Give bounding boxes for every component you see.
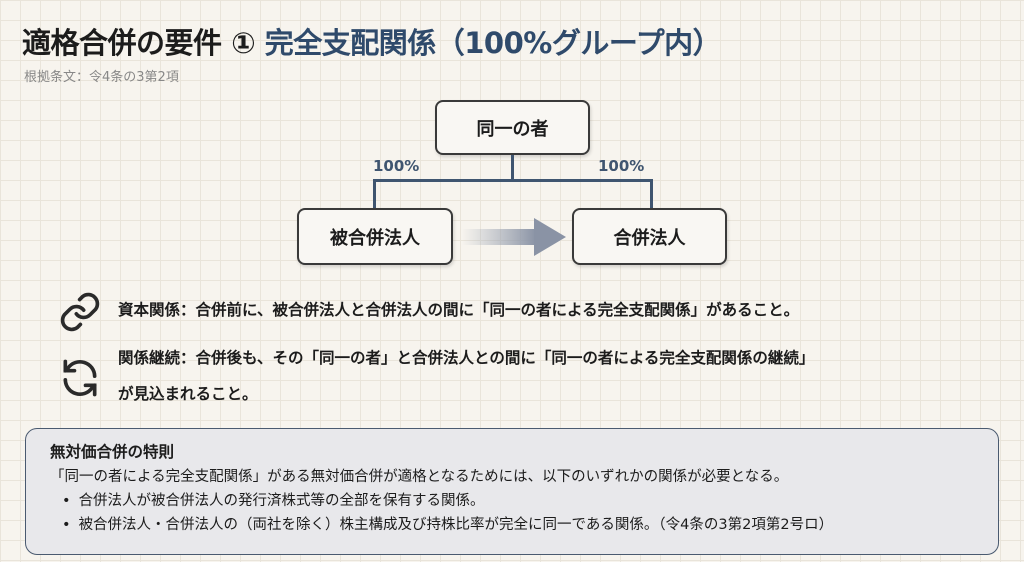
- refresh-icon: [63, 359, 97, 397]
- special-rule-box: 無対価合併の特則 「同一の者による完全支配関係」がある無対価合併が適格となるため…: [25, 428, 999, 555]
- merge-arrow-icon: [462, 218, 566, 256]
- requirement-capital: 資本関係：合併前に、被合併法人と合併法人の間に「同一の者による完全支配関係」があ…: [118, 292, 799, 328]
- connector-line: [511, 155, 514, 181]
- requirement-text: 関係継続：合併後も、その「同一の者」と合併法人との間に「同一の者による完全支配関…: [118, 349, 815, 367]
- merged-company-box: 被合併法人: [297, 208, 453, 265]
- special-rule-bullet: 合併法人が被合併法人の発行済株式等の全部を保有する関係。: [50, 489, 974, 513]
- special-rule-heading: 無対価合併の特則: [50, 443, 175, 461]
- requirement-text: 資本関係：合併前に、被合併法人と合併法人の間に「同一の者による完全支配関係」があ…: [118, 301, 800, 319]
- requirement-text: が見込まれること。: [118, 385, 258, 403]
- requirement-continuation: 関係継続：合併後も、その「同一の者」と合併法人との間に「同一の者による完全支配関…: [118, 340, 814, 412]
- special-rule-bullet: 被合併法人・合併法人の（両社を除く）株主構成及び持株比率が完全に同一である関係。…: [50, 513, 974, 537]
- link-icon: [60, 292, 100, 332]
- title-main: 適格合併の要件 ①: [22, 26, 265, 60]
- same-entity-box: 同一の者: [435, 100, 590, 155]
- connector-line: [650, 179, 653, 209]
- legal-basis: 根拠条文：令4条の3第2項: [24, 70, 179, 85]
- page-title: 適格合併の要件 ① 完全支配関係（100%グループ内）: [22, 20, 722, 62]
- right-ownership-pct: 100%: [598, 157, 645, 175]
- merging-company-box: 合併法人: [572, 208, 727, 265]
- left-ownership-pct: 100%: [373, 157, 420, 175]
- connector-line: [373, 179, 376, 209]
- title-accent: 完全支配関係（100%グループ内）: [264, 26, 722, 60]
- special-rule-text: 「同一の者による完全支配関係」がある無対価合併が適格となるためには、以下のいずれ…: [50, 469, 789, 485]
- connector-line: [373, 179, 653, 182]
